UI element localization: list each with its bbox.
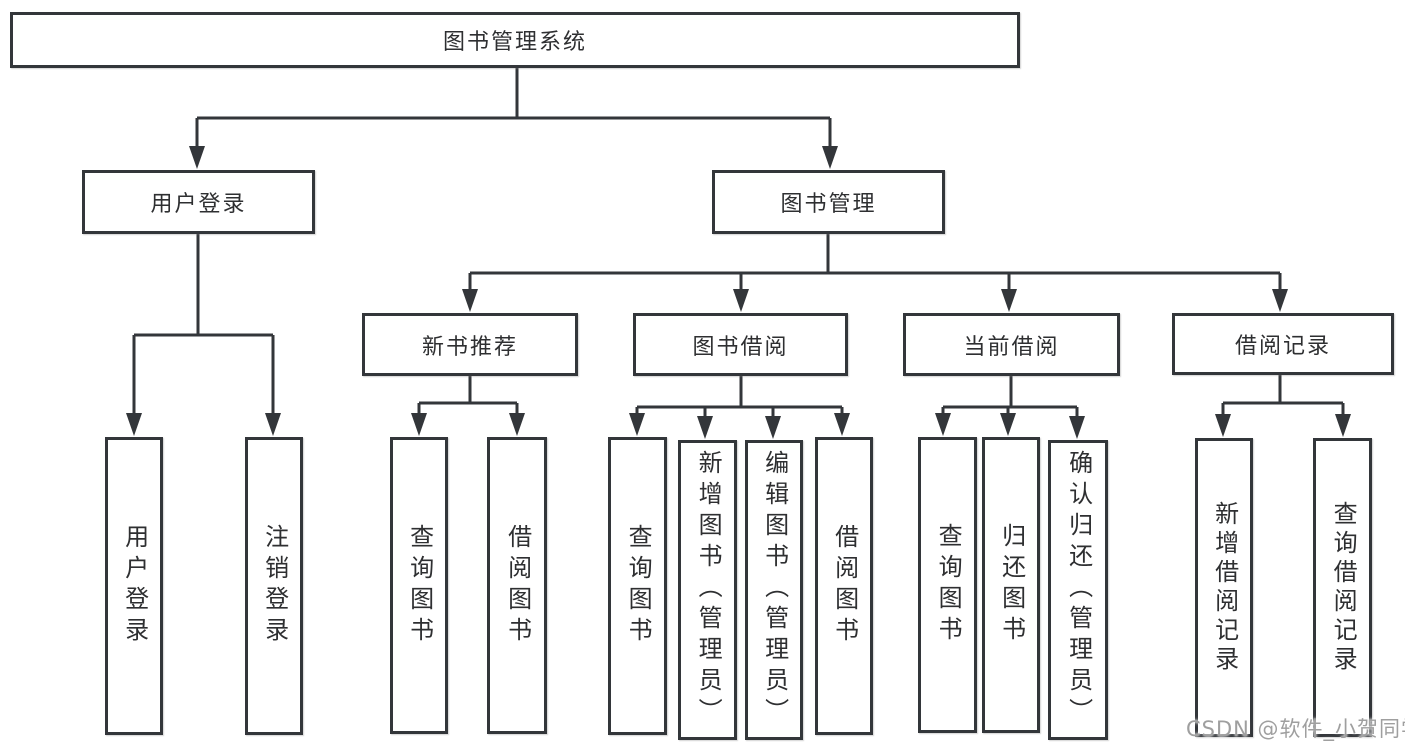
leaf-label: 借阅图书	[830, 524, 859, 648]
node-book-borrow: 图书借阅	[633, 313, 848, 376]
node-new-book-recommend: 新书推荐	[362, 313, 578, 376]
leaf-label: 编辑图书（管理员）	[760, 450, 789, 729]
leaf-query-borrow-record: 查询借阅记录	[1313, 438, 1372, 737]
leaf-borrow-books: 借阅图书	[487, 437, 547, 734]
leaf-query-books: 查询图书	[918, 437, 977, 733]
leaf-edit-books-admin: 编辑图书（管理员）	[745, 440, 803, 740]
leaf-query-books: 查询图书	[390, 437, 448, 734]
leaf-query-books: 查询图书	[608, 437, 667, 735]
leaf-label: 查询图书	[405, 523, 434, 648]
leaf-label: 查询图书	[624, 524, 653, 648]
leaf-label: 新增图书（管理员）	[694, 450, 723, 729]
node-borrow-record: 借阅记录	[1172, 313, 1394, 375]
leaf-borrow-books: 借阅图书	[815, 437, 873, 735]
leaf-label: 确认归还（管理员）	[1064, 450, 1093, 729]
leaf-label: 归还图书	[997, 523, 1026, 647]
leaf-add-books-admin: 新增图书（管理员）	[678, 440, 737, 740]
arrowheads	[126, 146, 1351, 439]
leaf-label: 用户登录	[120, 524, 149, 648]
leaf-label: 借阅图书	[503, 523, 532, 648]
leaf-label: 查询借阅记录	[1329, 500, 1358, 675]
connector-paths	[132, 68, 1345, 422]
node-current-borrow: 当前借阅	[903, 313, 1120, 376]
leaf-label: 注销登录	[260, 524, 289, 648]
leaf-logout: 注销登录	[245, 437, 303, 735]
node-root-system: 图书管理系统	[10, 12, 1020, 68]
node-book-management: 图书管理	[712, 170, 945, 234]
leaf-user-login: 用户登录	[105, 437, 163, 735]
leaf-label: 查询图书	[934, 523, 963, 647]
csdn-watermark: CSDN @软件_小贺同学	[1186, 717, 1405, 741]
leaf-return-books: 归还图书	[982, 437, 1040, 733]
node-user-login: 用户登录	[82, 170, 315, 234]
leaf-add-borrow-record: 新增借阅记录	[1195, 438, 1253, 737]
leaf-label: 新增借阅记录	[1210, 500, 1239, 675]
leaf-confirm-return-admin: 确认归还（管理员）	[1048, 440, 1108, 740]
